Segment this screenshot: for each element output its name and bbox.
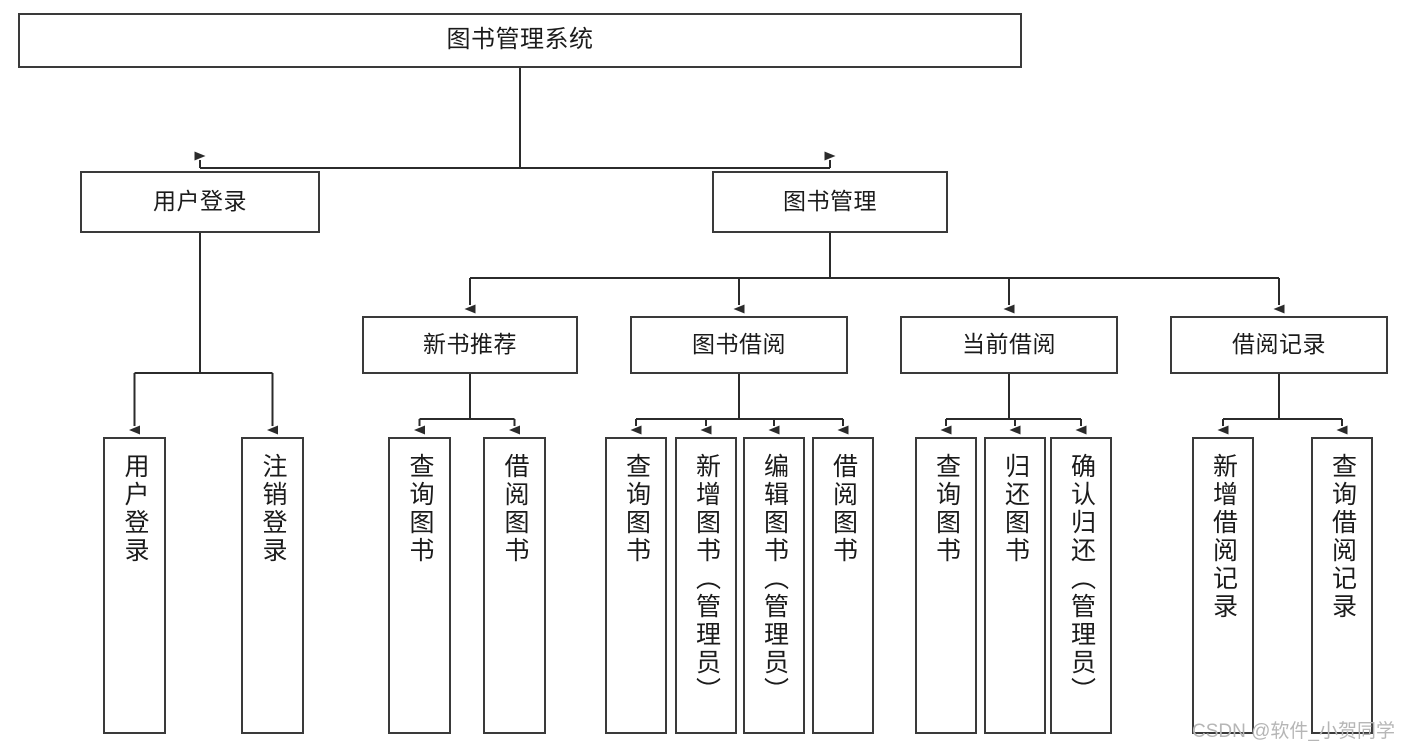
- node-records[interactable]: 借阅记录: [1170, 316, 1388, 374]
- node-newbook[interactable]: 新书推荐: [362, 316, 578, 374]
- node-label: 查询借阅记录: [1328, 453, 1357, 621]
- node-label: 查询图书: [622, 453, 651, 565]
- node-label: 用户登录: [153, 188, 247, 215]
- node-root[interactable]: 图书管理系统: [18, 13, 1022, 68]
- node-label: 注销登录: [259, 453, 287, 565]
- node-leaf-nb-query[interactable]: 查询图书: [388, 437, 451, 734]
- node-label: 编辑图书（管理员）: [760, 453, 789, 705]
- node-bookmgmt[interactable]: 图书管理: [712, 171, 948, 233]
- node-label: 图书借阅: [692, 331, 786, 358]
- node-label: 借阅图书: [829, 453, 858, 565]
- node-label: 归还图书: [1001, 453, 1030, 565]
- node-login[interactable]: 用户登录: [80, 171, 320, 233]
- node-label: 图书管理系统: [446, 26, 594, 54]
- node-leaf-re-add[interactable]: 新增借阅记录: [1192, 437, 1254, 734]
- node-leaf-user-login[interactable]: 用户登录: [103, 437, 166, 734]
- node-leaf-cu-return[interactable]: 归还图书: [984, 437, 1046, 734]
- node-leaf-re-query[interactable]: 查询借阅记录: [1311, 437, 1373, 734]
- node-label: 确认归还（管理员）: [1067, 453, 1096, 705]
- node-leaf-bo-borrow[interactable]: 借阅图书: [812, 437, 874, 734]
- node-label: 当前借阅: [962, 331, 1056, 358]
- node-leaf-user-logout[interactable]: 注销登录: [241, 437, 304, 734]
- node-label: 新增图书（管理员）: [692, 453, 721, 705]
- node-label: 新书推荐: [423, 331, 517, 358]
- node-leaf-bo-edit[interactable]: 编辑图书（管理员）: [743, 437, 805, 734]
- node-borrow[interactable]: 图书借阅: [630, 316, 848, 374]
- node-label: 查询图书: [932, 453, 961, 565]
- node-label: 图书管理: [783, 188, 877, 215]
- node-label: 用户登录: [121, 453, 149, 565]
- node-leaf-nb-borrow[interactable]: 借阅图书: [483, 437, 546, 734]
- node-leaf-cu-confirm[interactable]: 确认归还（管理员）: [1050, 437, 1112, 734]
- node-leaf-bo-add[interactable]: 新增图书（管理员）: [675, 437, 737, 734]
- node-label: 查询图书: [406, 453, 434, 565]
- node-label: 借阅记录: [1232, 331, 1326, 358]
- node-leaf-bo-query[interactable]: 查询图书: [605, 437, 667, 734]
- node-leaf-cu-query[interactable]: 查询图书: [915, 437, 977, 734]
- node-label: 新增借阅记录: [1209, 453, 1238, 621]
- node-current[interactable]: 当前借阅: [900, 316, 1118, 374]
- node-label: 借阅图书: [501, 453, 529, 565]
